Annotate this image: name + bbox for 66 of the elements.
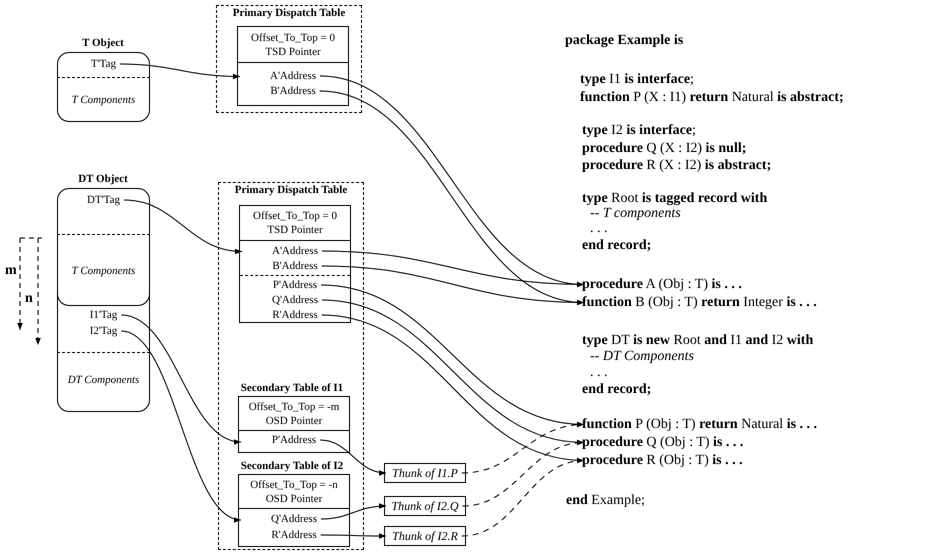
arrow	[120, 330, 242, 521]
address-slot: R'Address	[240, 308, 350, 323]
code-line: procedure Q (X : I2) is null;	[582, 140, 746, 157]
components-field: T Components	[57, 80, 150, 120]
dispatch-table-group	[216, 5, 362, 113]
arrow	[320, 503, 386, 520]
address-slot: R'Address	[239, 528, 349, 544]
thunk-box: Thunk of I2.R	[384, 526, 466, 546]
arrow	[321, 250, 584, 288]
table-header-cell: Offset_To_Top = -n OSD Pointer	[239, 475, 349, 509]
address-slot: A'Address	[238, 69, 348, 84]
code-line: procedure R (Obj : T) is . . .	[582, 452, 743, 469]
tag-field: I1'Tag	[57, 308, 150, 324]
dimension-label: n	[25, 290, 33, 307]
code-line: package Example is	[565, 32, 684, 49]
code-line: type I1 is interface;	[580, 71, 694, 88]
address-slot: B'Address	[240, 259, 350, 276]
group-title: Primary Dispatch Table	[232, 6, 346, 20]
object-record	[55, 172, 151, 412]
arrow	[120, 314, 242, 444]
object-heading: DT Object	[77, 172, 129, 186]
code-line: function P (X : I1) return Natural is abstract;	[580, 89, 844, 106]
dispatch-table-group	[218, 182, 364, 550]
arrow	[320, 533, 386, 539]
table-title: Secondary Table of I1	[240, 381, 344, 395]
address-slot: Q'Address	[239, 512, 349, 528]
code-line: procedure R (X : I2) is abstract;	[582, 157, 772, 174]
table-title: Secondary Table of I2	[240, 459, 344, 473]
tag-field: T'Tag	[57, 52, 150, 78]
code-line: . . .	[590, 364, 608, 381]
components-field: DT Components	[57, 355, 150, 405]
table-header-cell: Offset_To_Top = 0 TSD Pointer	[238, 27, 348, 63]
code-line: end Example;	[566, 492, 645, 509]
code-line: type DT is new Root and I1 and I2 with	[582, 332, 814, 349]
code-line: type I2 is interface;	[582, 122, 696, 139]
arrow	[321, 266, 584, 306]
object-heading: T Object	[81, 36, 125, 50]
table-header-cell: Offset_To_Top = 0 TSD Pointer	[240, 206, 350, 241]
thunk-box: Thunk of I1.P	[384, 463, 466, 483]
table-header-cell: Offset_To_Top = -m OSD Pointer	[239, 397, 349, 431]
address-slot: P'Address	[239, 433, 349, 451]
code-line: end record;	[582, 237, 652, 254]
dashed-arrow	[462, 440, 584, 506]
dashed-arrow	[461, 458, 584, 536]
tag-field: I2'Tag	[57, 324, 150, 353]
code-comment: -- DT Components	[590, 348, 694, 365]
thunk-box: Thunk of I2.Q	[384, 496, 466, 516]
arrow	[123, 200, 242, 254]
group-title: Primary Dispatch Table	[234, 183, 348, 197]
address-slot: A'Address	[240, 244, 350, 259]
address-slot: P'Address	[240, 278, 350, 293]
code-line: procedure Q (Obj : T) is . . .	[582, 434, 744, 451]
dimension-label: m	[5, 262, 17, 279]
tag-field: DT'Tag	[57, 188, 150, 235]
dashed-arrow	[461, 422, 584, 474]
code-line: type Root is tagged record with	[582, 190, 768, 207]
code-line: function B (Obj : T) return Integer is . . .	[582, 294, 817, 311]
address-slot: B'Address	[238, 84, 348, 99]
arrow	[120, 64, 240, 80]
code-line: function P (Obj : T) return Natural is . . .	[582, 416, 818, 433]
object-record	[55, 36, 151, 122]
code-line: . . .	[590, 220, 608, 237]
code-line: procedure A (Obj : T) is . . .	[582, 276, 742, 293]
code-comment: -- T components	[590, 206, 681, 222]
address-slot: Q'Address	[240, 293, 350, 308]
code-line: end record;	[582, 381, 652, 398]
